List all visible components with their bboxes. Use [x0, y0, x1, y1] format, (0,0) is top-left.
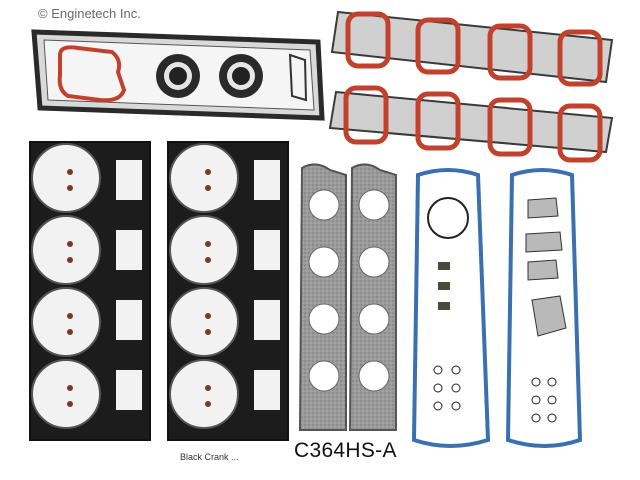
copyright-watermark: © Enginetech Inc.	[38, 6, 141, 21]
cylinder-head-gasket-right	[167, 141, 289, 441]
partial-caption: Black Crank ...	[180, 452, 239, 462]
cylinder-head-gasket-left	[29, 141, 151, 441]
valve-cover-gasket	[31, 29, 325, 121]
oil-pan-gasket-right	[505, 168, 583, 448]
part-number-label: C364HS-A	[294, 439, 397, 462]
exhaust-manifold-gasket-left	[298, 163, 347, 431]
intake-manifold-gasket-lower	[328, 85, 614, 163]
intake-manifold-gasket-upper	[330, 10, 614, 87]
oil-pan-gasket-left	[411, 168, 491, 448]
exhaust-manifold-gasket-right	[348, 163, 397, 431]
